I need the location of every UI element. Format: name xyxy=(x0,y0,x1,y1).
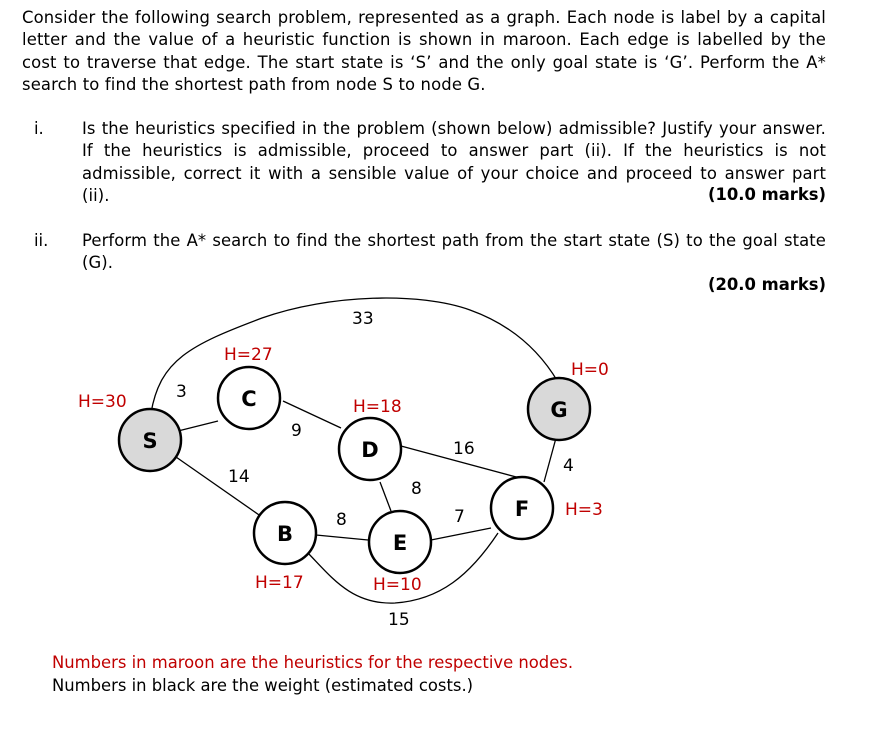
node-e-circle xyxy=(367,509,433,575)
node-f-label: F xyxy=(515,497,529,521)
question-ii-marks: (20.0 marks) xyxy=(707,275,826,294)
node-b-label: B xyxy=(277,522,293,546)
weight-b-f: 15 xyxy=(388,610,410,630)
node-s-circle xyxy=(117,407,183,473)
weight-f-g: 4 xyxy=(563,456,574,476)
question-i-marks: (10.0 marks) xyxy=(707,185,826,204)
problem-statement: Consider the following search problem, r… xyxy=(22,8,826,94)
weight-e-f: 7 xyxy=(454,507,465,527)
heuristic-c: H=27 xyxy=(224,345,273,365)
edge-d-f xyxy=(400,445,521,479)
node-c-circle xyxy=(216,365,282,431)
node-g-circle xyxy=(526,376,592,442)
node-b: B xyxy=(252,500,318,566)
weight-c-d: 9 xyxy=(291,421,302,441)
node-b-circle xyxy=(252,500,318,566)
graph-edges xyxy=(150,297,559,604)
node-d-label: D xyxy=(361,438,378,462)
node-e: E xyxy=(367,509,433,575)
node-c: C xyxy=(216,365,282,431)
weight-s-c: 3 xyxy=(176,382,187,402)
question-i: i. Is the heuristics specified in the pr… xyxy=(34,118,826,207)
edge-s-c xyxy=(173,420,219,433)
edge-weights: 3 33 14 9 16 8 8 7 15 4 xyxy=(176,309,574,630)
question-text: Is the heuristics specified in the probl… xyxy=(82,119,826,205)
legend-weight-note: Numbers in black are the weight (estimat… xyxy=(52,676,474,695)
question-ii: ii. Perform the A* search to find the sh… xyxy=(34,230,826,275)
heuristic-b: H=17 xyxy=(255,573,304,593)
node-g: G xyxy=(526,376,592,442)
weight-b-e: 8 xyxy=(336,510,347,530)
edge-b-f xyxy=(304,532,499,604)
node-c-label: C xyxy=(241,387,256,411)
node-s-label: S xyxy=(142,429,157,453)
node-s: S xyxy=(117,407,183,473)
edge-d-e xyxy=(379,481,392,512)
question-number: i. xyxy=(34,119,44,138)
node-f: F xyxy=(489,475,555,541)
heuristic-s: H=30 xyxy=(78,392,127,412)
weight-s-b: 14 xyxy=(228,467,250,487)
question-text: Perform the A* search to find the shorte… xyxy=(82,231,826,273)
heuristic-d: H=18 xyxy=(353,397,402,417)
heuristic-f: H=3 xyxy=(565,500,603,520)
question-number: ii. xyxy=(34,231,49,250)
edge-c-d xyxy=(282,400,342,429)
legend-heuristic-note: Numbers in maroon are the heuristics for… xyxy=(52,653,574,672)
weight-d-f: 16 xyxy=(453,439,475,459)
edge-e-f xyxy=(430,527,492,541)
node-d: D xyxy=(337,416,403,482)
weight-d-e: 8 xyxy=(411,479,422,499)
heuristic-e: H=10 xyxy=(373,575,422,595)
node-e-label: E xyxy=(393,531,407,555)
node-g-label: G xyxy=(550,398,567,422)
node-f-circle xyxy=(489,475,555,541)
edge-b-e xyxy=(315,534,369,541)
edge-s-g xyxy=(150,297,559,414)
edge-s-b xyxy=(175,456,263,518)
heuristic-g: H=0 xyxy=(571,360,609,380)
weight-s-g: 33 xyxy=(352,309,374,329)
edge-f-g xyxy=(543,437,557,483)
node-heuristics: H=30 H=27 H=18 H=17 H=10 H=3 H=0 xyxy=(78,345,609,595)
node-d-circle xyxy=(337,416,403,482)
